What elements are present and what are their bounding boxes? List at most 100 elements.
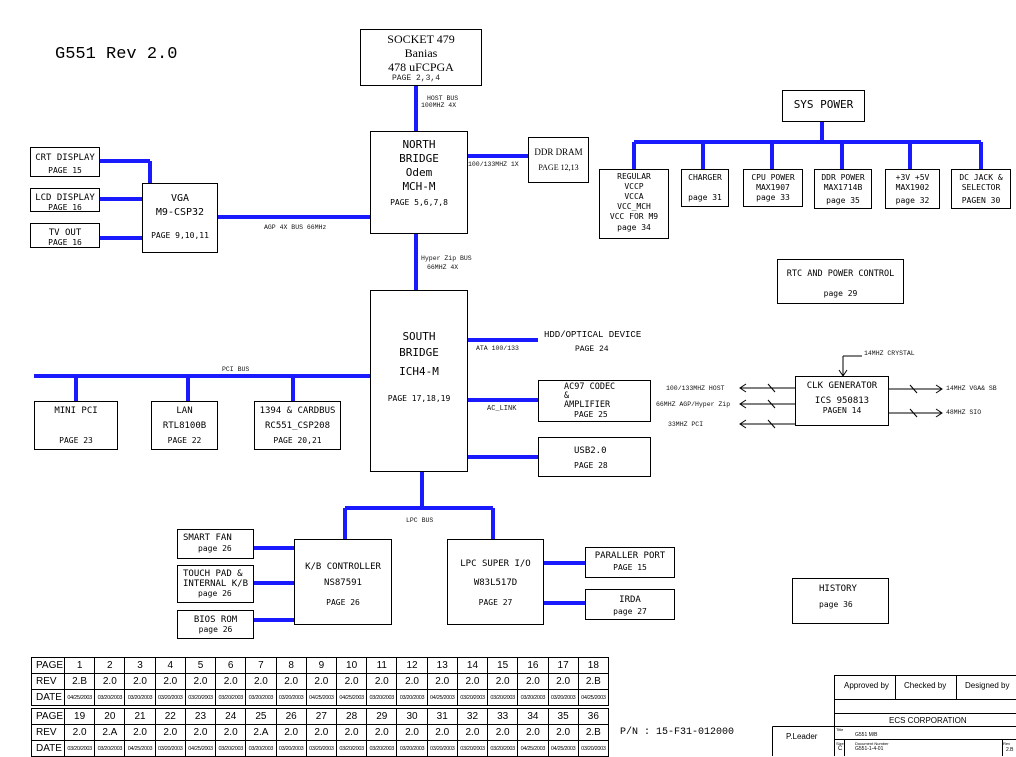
revision-page-cell: 29	[367, 709, 397, 725]
regular-block: REGULAR VCCP VCCA VCC_MCH VCC FOR M9 pag…	[599, 169, 669, 239]
revision-page-cell: 28	[336, 709, 366, 725]
north-bridge-block: NORTH BRIDGE Odem MCH-M PAGE 5,6,7,8	[370, 131, 468, 234]
kbc-line-2: NS87591	[295, 578, 391, 589]
revision-date-header: DATE	[32, 690, 65, 706]
rev-label: Rev	[1003, 741, 1010, 746]
revision-date-cell: 03/20/2003	[457, 690, 487, 706]
revision-rev-cell: 2.B	[578, 674, 608, 690]
cpu-power-line-1: CPU POWER	[744, 173, 802, 183]
revision-rev-cell: 2.0	[548, 725, 578, 741]
diagram-title: G551 Rev 2.0	[55, 45, 177, 64]
hyper-zip-label: Hyper Zip BUS	[421, 255, 472, 262]
pci-bus-label: PCI BUS	[222, 366, 249, 373]
revision-date-cell: 03/20/2003	[427, 741, 457, 757]
revision-page-header: PAGE	[32, 709, 65, 725]
revision-page-cell: 12	[397, 658, 427, 674]
regular-line-1: REGULAR	[600, 172, 668, 182]
revision-page-cell: 13	[427, 658, 457, 674]
revision-date-cell: 03/20/2003	[216, 741, 246, 757]
regular-line-2: VCCP	[600, 182, 668, 192]
rev-value: 2.B	[1006, 747, 1014, 753]
revision-rev-cell: 2.0	[397, 725, 427, 741]
lan-block: LAN RTL8100B PAGE 22	[151, 401, 218, 450]
lan-line-2: RTL8100B	[152, 421, 217, 432]
revision-rev-header: REV	[32, 674, 65, 690]
revision-date-cell: 03/20/2003	[155, 690, 185, 706]
usb-page: PAGE 28	[574, 460, 650, 471]
revision-rev-cell: 2.0	[306, 725, 336, 741]
revision-page-cell: 26	[276, 709, 306, 725]
revision-page-cell: 22	[155, 709, 185, 725]
revision-rev-cell: 2.0	[397, 674, 427, 690]
revision-rev-cell: 2.0	[427, 674, 457, 690]
sb-line-2: BRIDGE	[371, 345, 467, 361]
clk-out-sio: 48MHZ SIO	[946, 409, 981, 416]
revision-rev-cell: 2.0	[336, 674, 366, 690]
cpu-power-page: page 33	[744, 193, 802, 203]
lcd-display-block: LCD DISPLAY PAGE 16	[30, 188, 100, 212]
lcd-label: LCD DISPLAY	[31, 193, 99, 203]
mini-pci-page: PAGE 23	[35, 435, 117, 446]
revision-rev-cell: 2.0	[125, 725, 155, 741]
sys-power-block: SYS POWER	[782, 90, 865, 122]
crt-display-block: CRT DISPLAY PAGE 15	[30, 147, 100, 177]
host-bus-speed: 100MHZ 4X	[421, 102, 456, 109]
nb-line-3: Odem	[371, 166, 467, 180]
revision-rev-cell: 2.0	[336, 725, 366, 741]
host-bus-label: HOST BUS	[427, 95, 458, 102]
revision-page-cell: 2	[95, 658, 125, 674]
revision-page-cell: 16	[518, 658, 548, 674]
title-field-value: G551 M/B	[855, 732, 878, 738]
sio-line-2: W83L517D	[448, 578, 543, 589]
revision-date-cell: 03/20/2003	[185, 690, 215, 706]
revision-date-cell: 03/20/2003	[518, 690, 548, 706]
touchpad-line-1: TOUCH PAD &	[183, 569, 253, 579]
revision-rev-cell: 2.0	[125, 674, 155, 690]
nb-line-1: NORTH	[371, 138, 467, 152]
nb-page: PAGE 5,6,7,8	[371, 196, 467, 210]
revision-date-cell: 03/20/2003	[65, 741, 95, 757]
ac97-page: PAGE 25	[564, 410, 650, 420]
v3v5-block: +3V +5V MAX1902 page 32	[885, 169, 940, 209]
regular-line-4: VCC_MCH	[600, 202, 668, 212]
parallel-port-block: PARALLER PORT PAGE 15	[585, 547, 675, 578]
revision-date-cell: 03/20/2003	[457, 741, 487, 757]
revision-rev-cell: 2.B	[578, 725, 608, 741]
charger-block: CHARGER page 31	[681, 169, 729, 207]
history-label: HISTORY	[819, 584, 888, 595]
revision-date-cell: 03/20/2003	[276, 690, 306, 706]
lan-line-1: LAN	[152, 406, 217, 417]
sb-line-3: ICH4-M	[371, 364, 467, 380]
clk-out-vga: 14MHZ VGA& SB	[946, 385, 997, 392]
revision-page-cell: 4	[155, 658, 185, 674]
title-field-label: Title	[836, 727, 843, 732]
smart-fan-block: SMART FAN page 26	[177, 529, 254, 559]
revision-rev-cell: 2.0	[367, 725, 397, 741]
revision-rev-cell: 2.0	[548, 674, 578, 690]
revision-rev-cell: 2.0	[427, 725, 457, 741]
history-block: HISTORY page 36	[792, 578, 889, 624]
ddr-power-page: page 35	[815, 195, 871, 207]
vga-line-1: VGA	[143, 192, 217, 206]
ddr-label: DDR DRAM	[529, 147, 588, 158]
ac-link-label: AC_LINK	[487, 405, 516, 413]
revision-date-cell: 03/20/2003	[246, 741, 276, 757]
revision-date-header: DATE	[32, 741, 65, 757]
clk-line-1: CLK GENERATOR	[796, 381, 888, 391]
revision-date-cell: 03/20/2003	[397, 690, 427, 706]
lan-page: PAGE 22	[152, 435, 217, 446]
rtc-block: RTC AND POWER CONTROL page 29	[777, 259, 904, 304]
bios-label: BIOS ROM	[178, 615, 253, 625]
sio-page: PAGE 27	[448, 597, 543, 608]
v3v5-line-2: MAX1902	[886, 183, 939, 193]
tv-out-block: TV OUT PAGE 16	[30, 223, 100, 248]
vga-line-2: M9-CSP32	[143, 206, 217, 220]
revision-date-cell: 03/20/2003	[95, 690, 125, 706]
revision-date-cell: 04/25/2003	[336, 690, 366, 706]
revision-page-cell: 9	[306, 658, 336, 674]
cpu-line-3: 478 uFCPGA	[361, 60, 481, 74]
sio-line-1: LPC SUPER I/O	[448, 559, 543, 570]
clk-generator-block: CLK GENERATOR ICS 950813 PAGEN 14	[795, 376, 889, 426]
